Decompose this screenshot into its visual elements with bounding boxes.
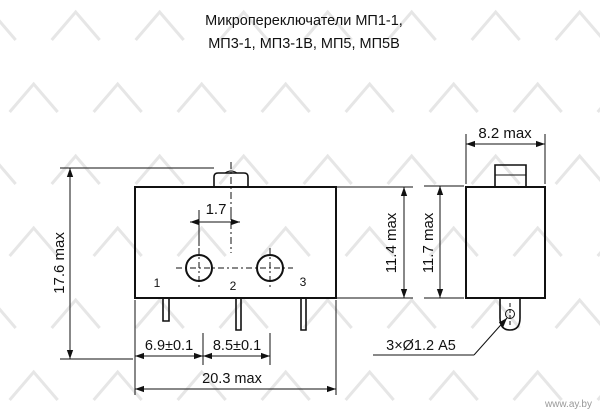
watermark-chevron (344, 369, 395, 401)
dim-pitch-1: 6.9±0.1 (145, 338, 193, 354)
side-view-plunger (494, 164, 527, 187)
watermark-chevron (50, 153, 101, 185)
watermark-chevron (0, 163, 17, 185)
watermark-chevron (50, 297, 101, 329)
watermark-chevron (92, 369, 143, 401)
watermark-chevron (134, 153, 185, 185)
dim-overall-height: 17.6 max (51, 232, 68, 294)
watermark-chevron (428, 369, 479, 401)
watermark-chevron (134, 297, 185, 329)
watermark-chevron (176, 225, 227, 257)
watermark-chevron (554, 297, 600, 329)
dim-body-height-side: 11.7 max (420, 212, 437, 273)
watermark-chevron (8, 81, 59, 113)
pin-label-3: 3 (300, 275, 307, 289)
watermark-chevron (260, 225, 311, 257)
watermark-chevron (512, 369, 563, 401)
watermark-chevron (428, 81, 479, 113)
watermark-chevron (554, 153, 600, 185)
title-line-2: МП3-1, МП3-1В, МП5, МП5В (208, 36, 400, 52)
terminal-pins (162, 298, 307, 331)
watermark-chevron (512, 81, 563, 113)
watermark-chevron (8, 225, 59, 257)
watermark-chevron (470, 9, 521, 41)
watermark-chevron (218, 297, 269, 329)
side-view-terminal-tab (499, 298, 521, 331)
watermark-chevron (50, 9, 101, 41)
watermark-chevron (218, 153, 269, 185)
hole-spec-label: 3×Ø1.2 А5 (386, 338, 456, 354)
watermark-chevron (218, 9, 269, 41)
side-view-body (465, 186, 546, 299)
watermark-chevron (176, 81, 227, 113)
dim-depth: 8.2 max (478, 125, 532, 142)
dim-pitch-2: 8.5±0.1 (213, 338, 261, 354)
watermark-chevron (260, 81, 311, 113)
watermark-chevron (386, 153, 437, 185)
watermark-chevron (8, 369, 59, 401)
watermark-chevron (554, 9, 600, 41)
dim-pin-spacing: 1.7 (206, 201, 227, 218)
dim-overall-width: 20.3 max (202, 371, 262, 387)
watermark-chevron (134, 9, 185, 41)
title-line-1: Микропереключатели МП1-1, (205, 13, 403, 29)
watermark-chevron (0, 307, 17, 329)
pin-label-2: 2 (230, 279, 237, 293)
watermark-chevron (344, 81, 395, 113)
watermark-chevron (386, 9, 437, 41)
dim-body-height: 11.4 max (383, 212, 400, 273)
pin-label-1: 1 (154, 276, 161, 290)
watermark-chevron (386, 297, 437, 329)
watermark-chevron (512, 225, 563, 257)
watermark-chevron (302, 153, 353, 185)
watermark-chevron (0, 19, 17, 41)
watermark-chevron (344, 225, 395, 257)
watermark-chevron (92, 225, 143, 257)
watermark-chevron (302, 297, 353, 329)
watermark-chevron (92, 81, 143, 113)
watermark-chevron (302, 9, 353, 41)
site-credit: www.ay.by (544, 399, 592, 410)
